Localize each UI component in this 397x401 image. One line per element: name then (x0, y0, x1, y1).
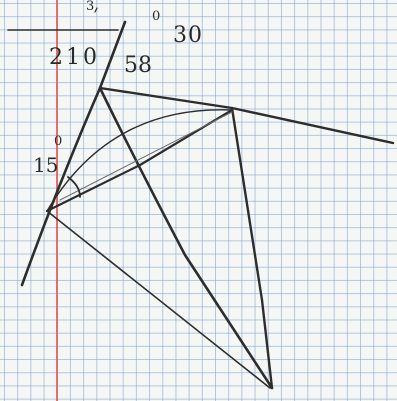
angle-label-left: 15 (33, 153, 58, 177)
arc-curve (46, 109, 233, 212)
left-to-bottom-line (46, 210, 271, 389)
apex-to-bottom-line (98, 86, 274, 390)
angle-label-top-mid: 58 (124, 53, 152, 78)
left-to-right-line (45, 108, 234, 213)
right-vertical-line (230, 106, 274, 390)
angle-degree-left: 0 (54, 134, 62, 149)
right-horizontal-line (98, 86, 395, 145)
top-tick-mark (94, 7, 98, 13)
left-long-line (20, 20, 127, 287)
top-mark-label: 3 (86, 0, 94, 14)
angle-label-top-left: 210 (49, 45, 100, 70)
angle-degree-top-mid: 0 (152, 9, 160, 24)
angle-label-top-right: 30 (173, 23, 203, 48)
left-to-right-construction-line (59, 111, 233, 201)
red-margin-line (56, 0, 58, 401)
left-angle-arc (67, 176, 81, 198)
